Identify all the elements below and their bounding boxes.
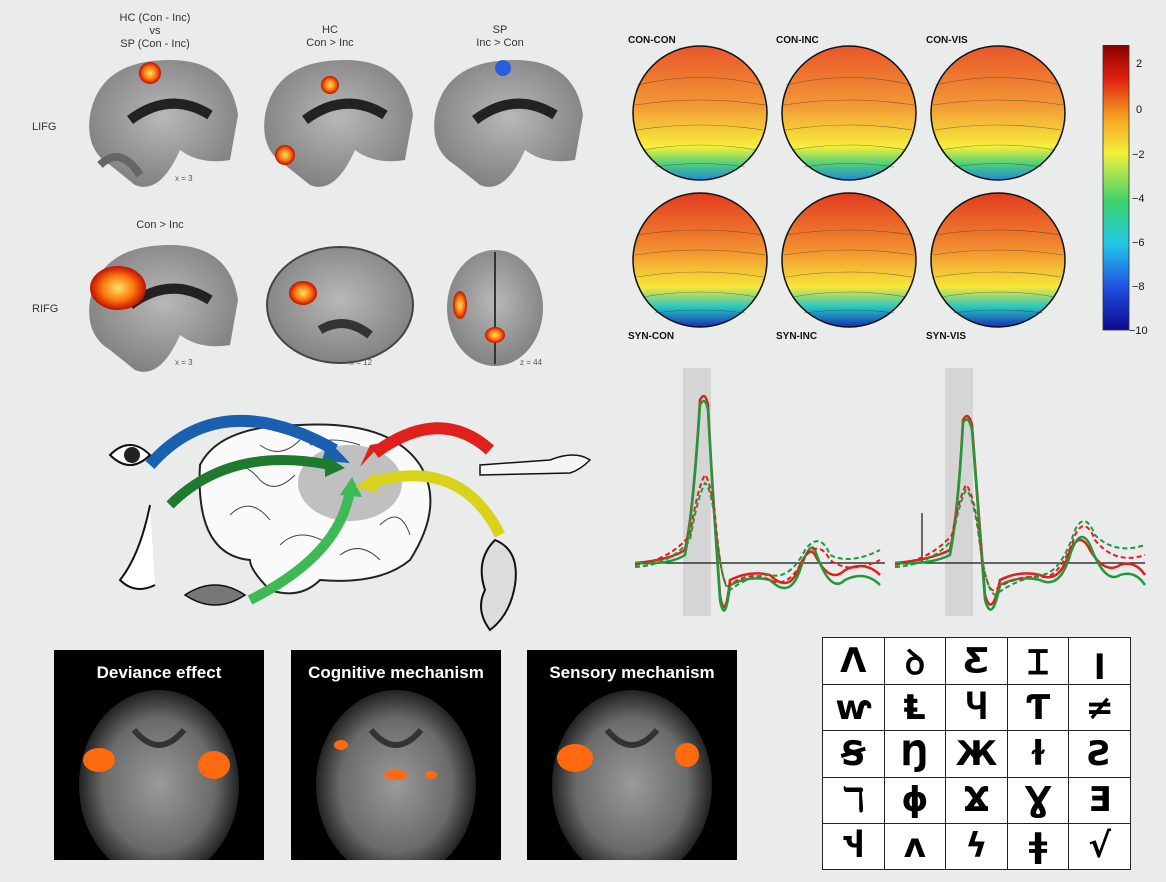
- tactile-arrow: [371, 422, 495, 458]
- time-window-highlight-1: [683, 368, 711, 616]
- hand-icon: [479, 454, 592, 476]
- glyph-cell: ʌ: [884, 823, 947, 870]
- auditory-arrow: [368, 470, 505, 538]
- fmri-title-cognitive: Cognitive mechanism: [308, 663, 484, 682]
- slice-col2-title: HC Con > Inc: [306, 24, 354, 49]
- brain-outline-drawing: [198, 423, 432, 595]
- topomap-label-6: SYN-VIS: [926, 331, 967, 342]
- glyph-cell: ≠: [1069, 685, 1131, 732]
- coord-label-1: x = 3: [175, 174, 193, 183]
- topomap-syn-con: [632, 192, 768, 328]
- glyph-cell: Ɪ: [1007, 638, 1070, 685]
- glyph-cell: Ƹ: [946, 638, 1008, 685]
- activation-blob: [139, 62, 161, 84]
- row-label-rifg: RIFG: [32, 303, 59, 315]
- ear-icon: [480, 538, 517, 632]
- lips-icon: [183, 584, 247, 606]
- topomap-label-5: SYN-INC: [776, 331, 818, 342]
- glyph-cell: ǂ: [1007, 823, 1070, 870]
- coord-label-3: x = 12: [350, 358, 373, 367]
- erp-line-red-dashed-1: [634, 473, 881, 588]
- glyph-cell: Ƨ: [1069, 731, 1131, 778]
- fmri-panel-deviance: Deviance effect: [54, 650, 264, 860]
- visual-arrow: [145, 414, 338, 469]
- taste-arrow: [247, 489, 355, 605]
- glyph-cell: ϟ: [946, 823, 1008, 870]
- colorbar-tick-m6: −6: [1132, 237, 1145, 249]
- sagittal-slice-1: [89, 60, 238, 187]
- glyph-cell: ⱳ: [823, 685, 885, 732]
- colorbar-tick-m4: −4: [1132, 193, 1145, 205]
- glyph-cell: ℸ: [823, 777, 885, 824]
- slice-col3-title: SP Inc > Con: [476, 24, 524, 49]
- topomaps-figure: [632, 45, 1130, 331]
- eye-icon: [108, 444, 152, 466]
- sagittal-slice-3: [434, 60, 583, 187]
- multisensory-illustration: [108, 414, 592, 632]
- sagittal-slice-2: [264, 60, 413, 187]
- topomap-con-vis: [930, 45, 1066, 181]
- topomap-con-con: [632, 45, 768, 181]
- fmri-panel-sensory: Sensory mechanism: [527, 650, 737, 860]
- glyph-cell: ϕ: [884, 777, 947, 824]
- glyph-cell: Ꞩ: [823, 731, 885, 778]
- glyph-cell: Ⴣ: [823, 823, 885, 870]
- erp-line-red-solid-2: [894, 414, 1147, 606]
- erp-line-red-dashed-2: [894, 483, 1146, 592]
- slice-col1-title: HC (Con - Inc) vs SP (Con - Inc): [119, 12, 191, 50]
- glyph-cell: Ⴗ: [946, 685, 1008, 732]
- glyph-cell: Ⱡ: [884, 685, 947, 732]
- glyph-cell: Ϫ: [946, 777, 1008, 824]
- colorbar-tick-m2: −2: [1132, 149, 1145, 161]
- glyph-cell: ɫ: [1007, 731, 1070, 778]
- colorbar-tick-0: 0: [1136, 104, 1143, 116]
- colorbar: [1102, 45, 1130, 331]
- colorbar-tick-m8: −8: [1132, 281, 1145, 293]
- sagittal-slice-4: [89, 245, 238, 372]
- erp-line-green-dashed-1: [634, 481, 881, 592]
- glyph-cell: √: [1069, 823, 1131, 870]
- colorbar-tick-2: 2: [1136, 58, 1143, 70]
- erp-line-green-dashed-2: [894, 488, 1146, 597]
- glyph-cell: Ǝ: [1069, 777, 1131, 824]
- fmri-panel-cognitive: Cognitive mechanism: [291, 650, 501, 860]
- glyph-cell: ꝺ: [884, 638, 947, 685]
- glyph-cell: Ж: [946, 731, 1008, 778]
- coord-label-2: x = 3: [175, 358, 193, 367]
- topomap-label-3: CON-VIS: [926, 35, 968, 46]
- axial-slice: [447, 250, 543, 366]
- brain-slices-figure: x = 3 x = 3 x = 12 z = 44: [89, 60, 583, 372]
- sagittal-slice-5: [266, 246, 414, 364]
- nose-icon: [118, 504, 156, 590]
- fmri-title-deviance: Deviance effect: [96, 663, 222, 682]
- glyph-cell: Ƭ: [1007, 685, 1070, 732]
- topomap-syn-inc: [781, 192, 917, 328]
- fmri-title-sensory: Sensory mechanism: [549, 663, 715, 682]
- colorbar-tick-m10: −10: [1129, 325, 1148, 337]
- erp-waveforms: [634, 368, 1147, 616]
- topomap-con-inc: [781, 45, 917, 181]
- erp-line-green-solid-1: [634, 399, 881, 612]
- glyph-cell: Ɣ: [1007, 777, 1070, 824]
- topomap-syn-vis: [930, 192, 1066, 328]
- topomap-label-4: SYN-CON: [628, 331, 675, 342]
- row-label-lifg: LIFG: [32, 121, 57, 133]
- coord-label-4: z = 44: [520, 358, 543, 367]
- glyph-cell: ꞁ: [1069, 638, 1131, 685]
- topomap-label-2: CON-INC: [776, 35, 819, 46]
- erp-line-green-solid-2: [894, 418, 1147, 611]
- slice-row2-title: Con > Inc: [136, 219, 184, 231]
- topomap-label-1: CON-CON: [628, 35, 676, 46]
- glyph-cell: Λ: [823, 638, 885, 685]
- smell-arrow: [166, 455, 331, 509]
- glyph-cell: Ŋ: [884, 731, 947, 778]
